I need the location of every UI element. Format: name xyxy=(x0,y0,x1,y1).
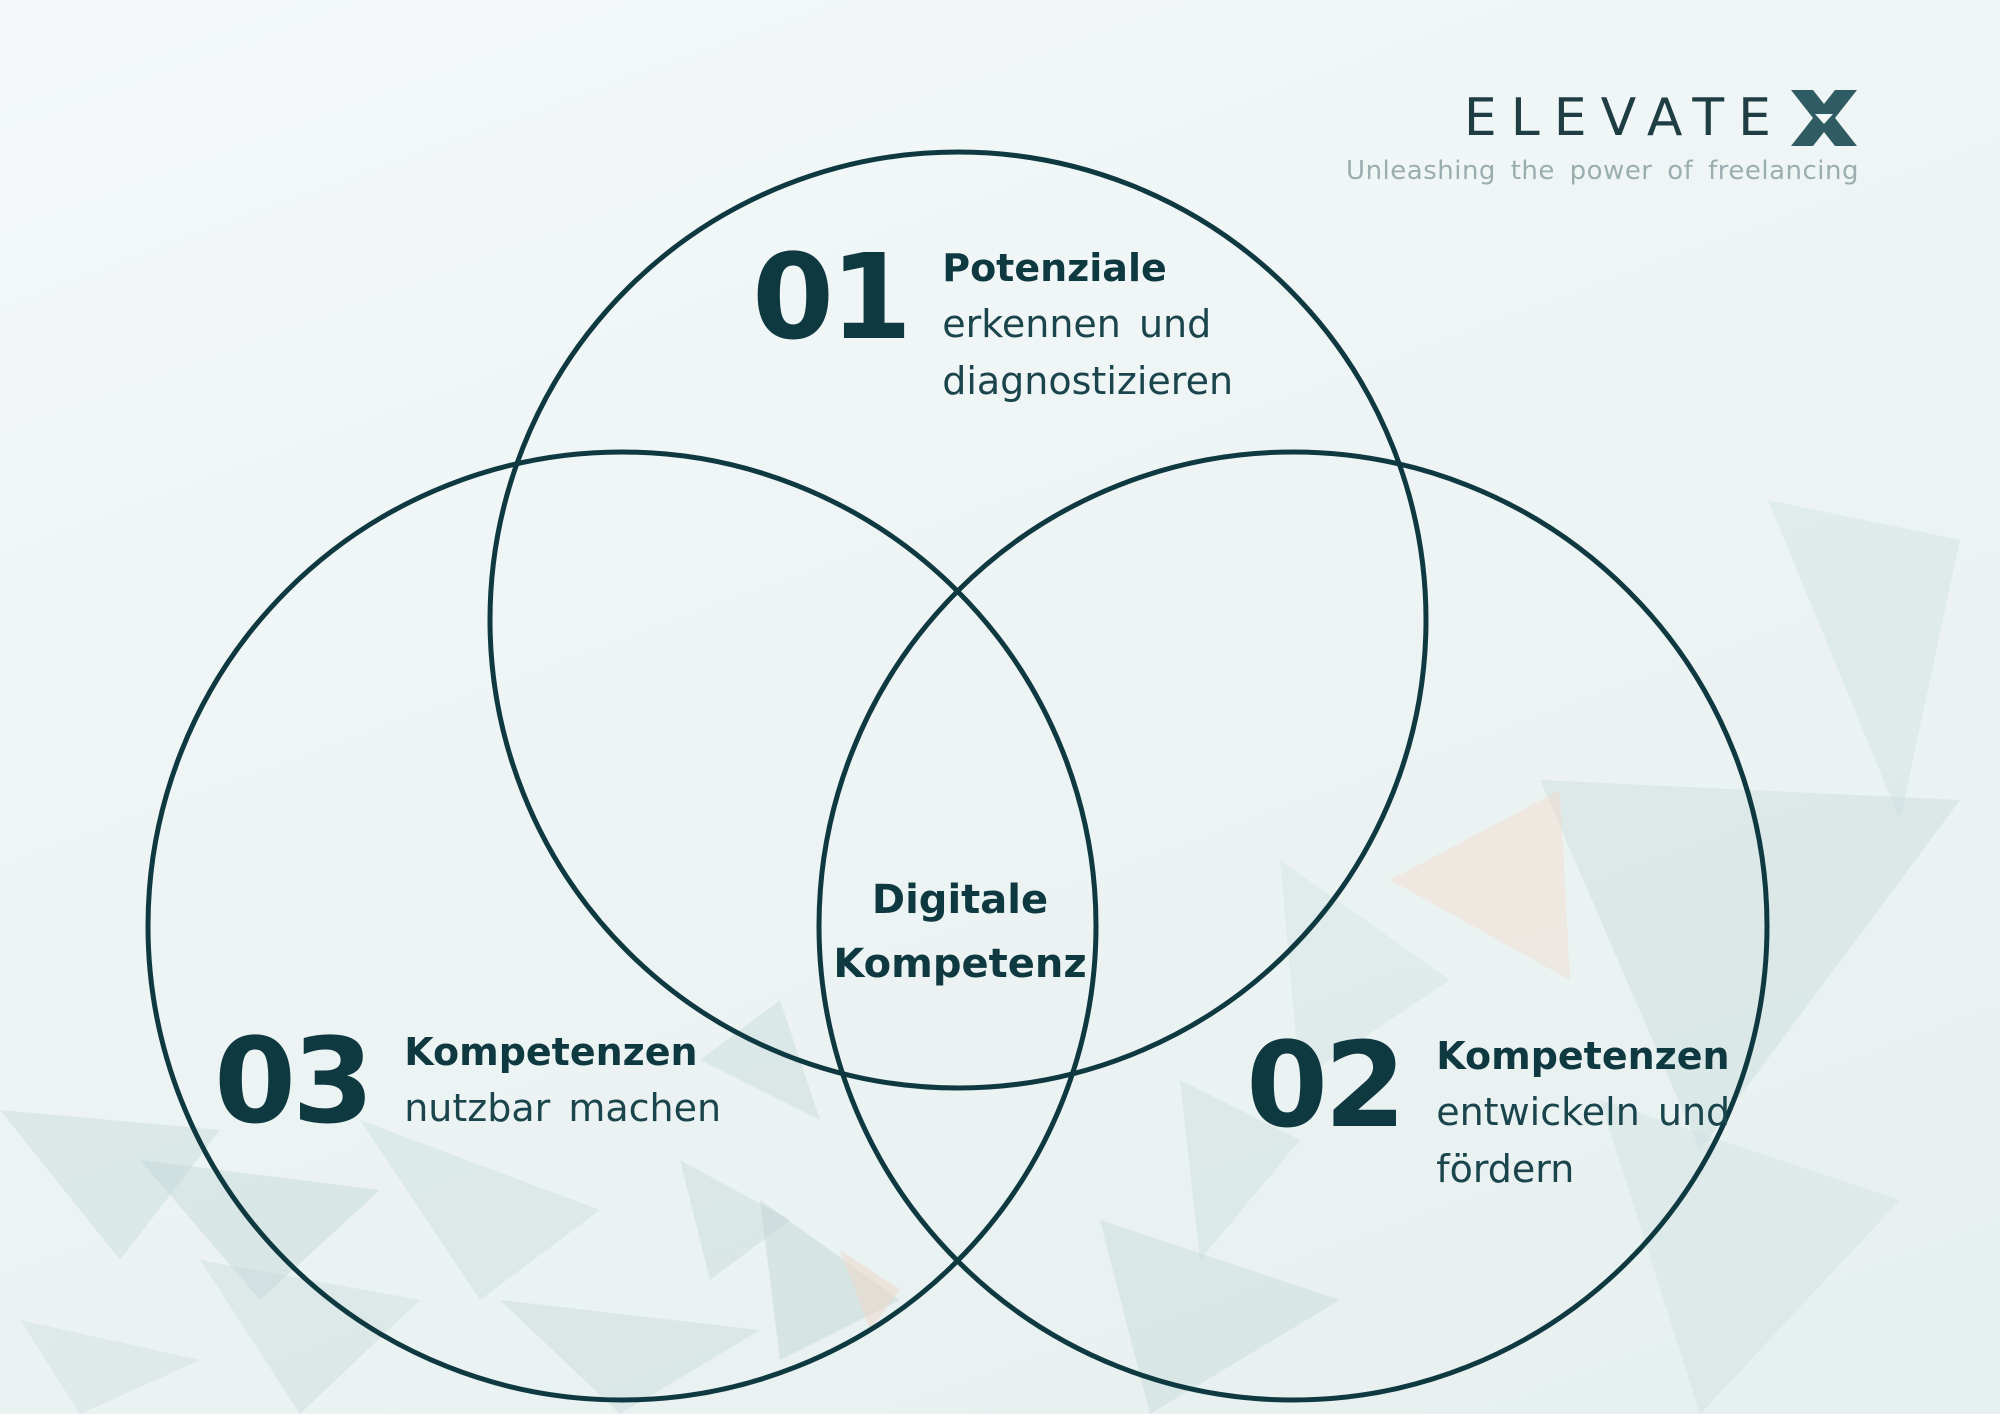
item-text: diagnostizieren xyxy=(942,359,1234,403)
item-title: Kompetenzen xyxy=(1436,1034,1730,1078)
item-text: fördern xyxy=(1436,1147,1575,1191)
brand-logo: ELEVATE Unleashing the power of freelanc… xyxy=(1346,88,1859,186)
circle-03 xyxy=(145,449,1099,1403)
item-text: entwickeln und xyxy=(1436,1090,1731,1134)
circle-01 xyxy=(487,149,1429,1091)
item-number: 01 xyxy=(752,228,912,366)
center-label-line2: Kompetenz xyxy=(833,941,1087,987)
item-text: erkennen und xyxy=(942,302,1212,346)
item-03: 03 Kompetenzen nutzbar machen xyxy=(214,1022,721,1140)
brand-tagline: Unleashing the power of freelancing xyxy=(1346,156,1859,186)
circle-02 xyxy=(816,449,1770,1403)
item-01: 01 Potenziale erkennen und diagnostizier… xyxy=(752,238,1233,410)
center-label-line1: Digitale xyxy=(871,877,1049,923)
item-number: 03 xyxy=(214,1012,374,1150)
item-number: 02 xyxy=(1246,1016,1406,1154)
x-mark-icon xyxy=(1791,90,1857,146)
logo-wordmark: ELEVATE xyxy=(1463,88,1785,148)
item-text: nutzbar machen xyxy=(404,1086,722,1130)
center-label: Digitale Kompetenz xyxy=(810,868,1110,996)
item-02: 02 Kompetenzen entwickeln und fördern xyxy=(1246,1026,1730,1198)
item-title: Kompetenzen xyxy=(404,1030,698,1074)
item-title: Potenziale xyxy=(942,246,1167,290)
